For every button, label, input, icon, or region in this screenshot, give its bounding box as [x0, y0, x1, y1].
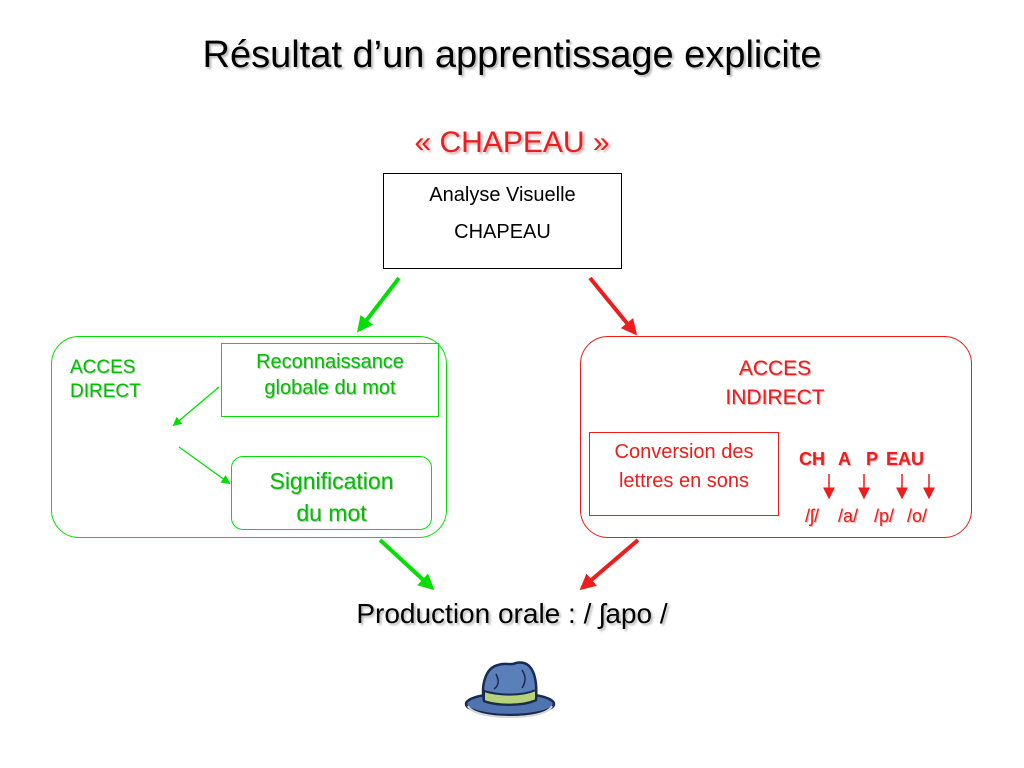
- direct-access-panel: [51, 336, 447, 538]
- phoneme-p: /p/: [874, 506, 895, 526]
- grapheme-eau: EAU: [886, 449, 925, 469]
- phoneme-o: /o/: [907, 506, 928, 526]
- word-label: « CHAPEAU »: [414, 126, 610, 159]
- indirect-access-label: ACCES INDIRECT: [640, 354, 910, 412]
- global-recognition-line1: Reconnaissance: [256, 351, 404, 373]
- indirect-access-panel: [580, 336, 972, 538]
- word-meaning-line1: Signification: [269, 468, 394, 494]
- arrow-direct-to-production: [378, 538, 435, 591]
- global-recognition-line2: globale du mot: [264, 377, 396, 399]
- direct-access-label-line1: ACCES: [70, 357, 136, 378]
- conversion-line2: lettres en sons: [618, 470, 750, 492]
- visual-analysis-title: Analyse Visuelle: [429, 184, 576, 206]
- word-meaning-line2: du mot: [296, 500, 367, 526]
- visual-analysis-box: Analyse Visuelle CHAPEAU: [383, 173, 622, 269]
- word-meaning-box: Signification du mot: [231, 456, 432, 530]
- grapheme-ch: CH: [799, 449, 825, 469]
- phoneme-sh: /ʃ/: [805, 506, 820, 526]
- direct-access-label: ACCES DIRECT: [70, 356, 141, 404]
- oral-production-label: Production orale : / ʃapo /: [356, 598, 668, 629]
- arrow-indirect-to-production: [579, 538, 640, 591]
- grapheme-p: P: [866, 449, 879, 469]
- letter-sound-conversion-box: Conversion des lettres en sons: [589, 432, 779, 516]
- grapheme-a: A: [838, 449, 851, 469]
- arrow-analysis-to-indirect: [588, 276, 638, 336]
- visual-analysis-word: CHAPEAU: [454, 221, 551, 243]
- direct-access-label-line2: DIRECT: [70, 381, 141, 402]
- indirect-access-label-line1: ACCES: [738, 357, 812, 380]
- slide-title: Résultat d’un apprentissage explicite: [202, 34, 822, 76]
- hat-icon: [464, 661, 556, 718]
- global-recognition-box: Reconnaissance globale du mot: [221, 343, 439, 417]
- conversion-line1: Conversion des: [614, 441, 754, 463]
- arrow-analysis-to-direct: [357, 276, 401, 333]
- indirect-access-label-line2: INDIRECT: [725, 386, 825, 409]
- phoneme-a: /a/: [838, 506, 859, 526]
